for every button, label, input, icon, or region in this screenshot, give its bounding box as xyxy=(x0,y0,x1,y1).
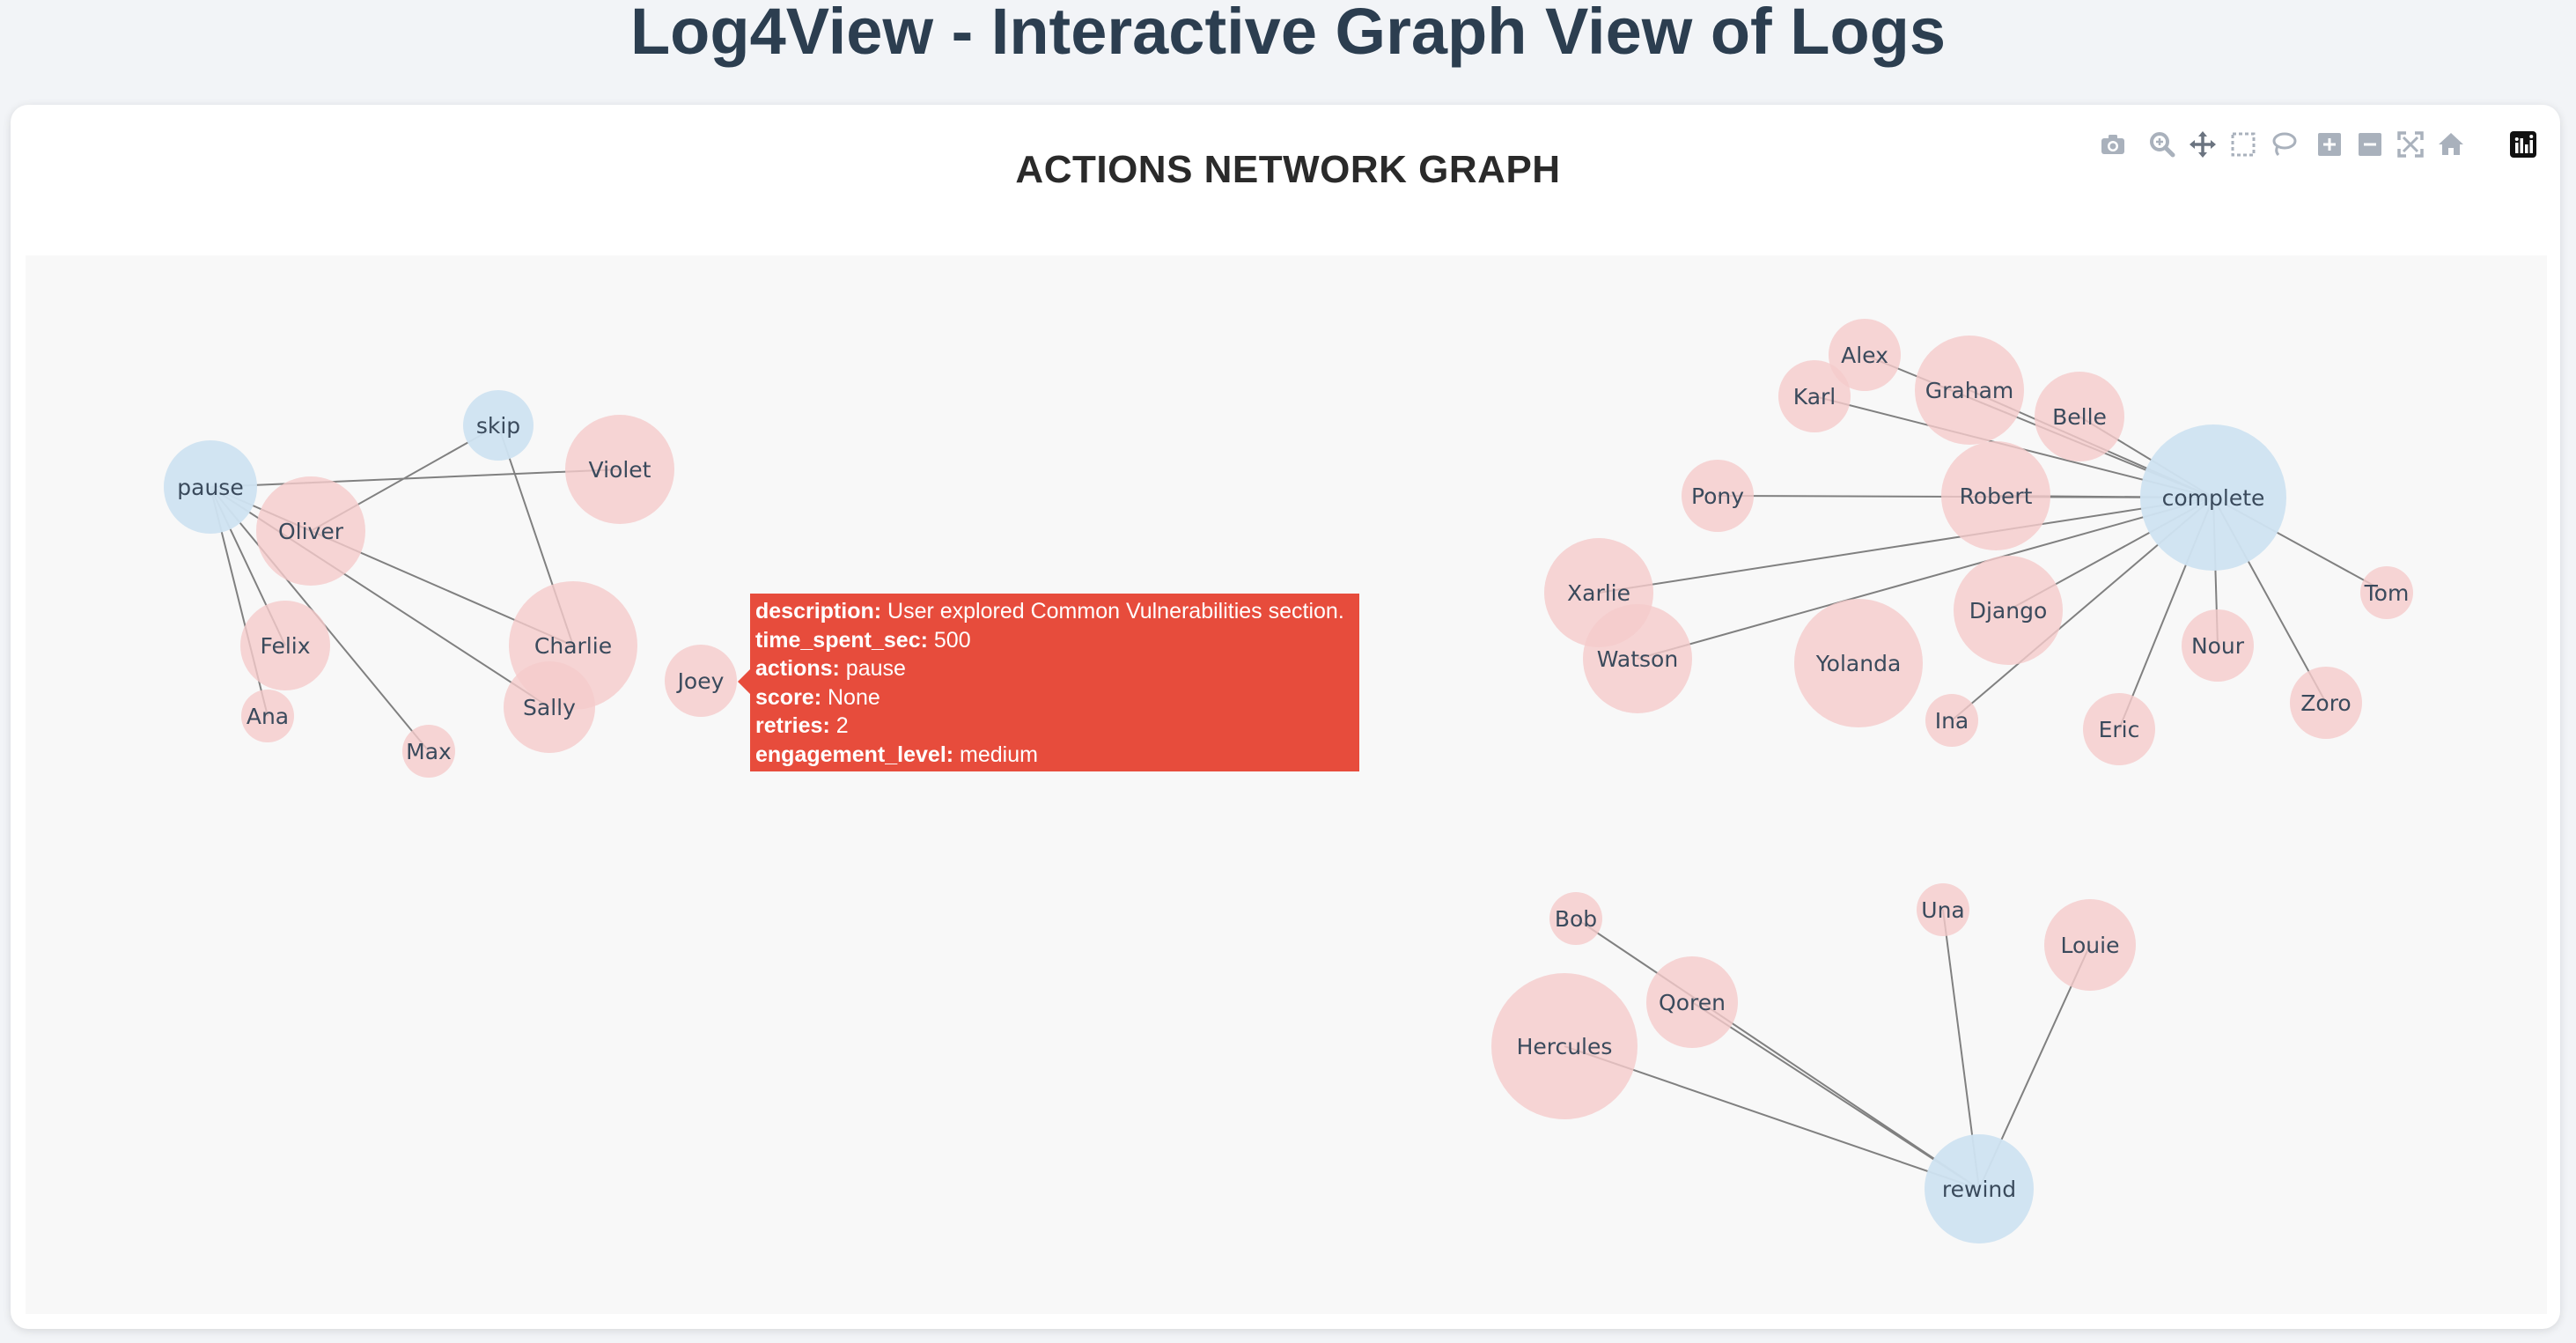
zoom-out-icon[interactable] xyxy=(2354,129,2386,160)
node-eric[interactable] xyxy=(2083,693,2155,765)
node-bob[interactable] xyxy=(1549,892,1602,945)
node-label-xarlie: Xarlie xyxy=(1567,580,1630,606)
node-label-alex: Alex xyxy=(1841,343,1888,368)
node-label-rewind: rewind xyxy=(1942,1177,2016,1202)
edge-rewind-Bob xyxy=(1575,918,1980,1190)
tooltip-row-score: score: None xyxy=(755,684,880,710)
node-sally[interactable] xyxy=(504,661,595,753)
camera-icon[interactable] xyxy=(2097,129,2129,160)
nodes-layer xyxy=(164,319,2413,1243)
node-label-karl: Karl xyxy=(1793,384,1836,410)
node-label-ina: Ina xyxy=(1935,708,1969,734)
node-nour[interactable] xyxy=(2182,609,2254,682)
node-label-bob: Bob xyxy=(1555,906,1597,932)
node-label-belle: Belle xyxy=(2052,404,2107,430)
node-label-joey: Joey xyxy=(676,668,725,694)
pan-icon[interactable] xyxy=(2187,129,2219,160)
tooltip-row-actions: actions: pause xyxy=(755,656,906,681)
node-label-sally: Sally xyxy=(523,695,576,720)
edge-rewind-Hercules xyxy=(1564,1045,1980,1190)
zoom-icon[interactable] xyxy=(2146,129,2178,160)
graph-title: ACTIONS NETWORK GRAPH xyxy=(1015,148,1561,191)
tooltip-row-description: description: User explored Common Vulner… xyxy=(755,599,1344,624)
node-louie[interactable] xyxy=(2044,899,2136,991)
node-tom[interactable] xyxy=(2360,566,2413,619)
node-zoro[interactable] xyxy=(2290,667,2362,739)
node-yolanda[interactable] xyxy=(1794,599,1923,727)
node-label-oliver: Oliver xyxy=(278,519,344,544)
node-una[interactable] xyxy=(1917,883,1969,936)
node-violet[interactable] xyxy=(565,415,674,524)
node-joey[interactable] xyxy=(665,645,737,717)
node-alex[interactable] xyxy=(1829,319,1901,391)
node-skip[interactable] xyxy=(463,390,534,461)
node-label-pause: pause xyxy=(177,475,243,500)
node-label-django: Django xyxy=(1969,598,2048,624)
node-label-zoro: Zoro xyxy=(2300,690,2351,716)
node-ina[interactable] xyxy=(1925,694,1978,747)
autoscale-icon[interactable] xyxy=(2395,129,2426,160)
plotly-logo-icon[interactable] xyxy=(2507,129,2539,160)
reset-axes-icon[interactable] xyxy=(2435,129,2467,160)
node-hercules[interactable] xyxy=(1491,973,1638,1119)
node-label-eric: Eric xyxy=(2099,717,2140,742)
node-label-ana: Ana xyxy=(247,704,289,729)
node-complete[interactable] xyxy=(2140,424,2286,571)
node-label-skip: skip xyxy=(476,413,520,439)
node-label-pony: Pony xyxy=(1691,483,1744,509)
node-belle[interactable] xyxy=(2035,372,2124,461)
node-label-qoren: Qoren xyxy=(1659,990,1726,1015)
node-graham[interactable] xyxy=(1915,336,2024,445)
node-label-watson: Watson xyxy=(1597,646,1678,672)
node-rewind[interactable] xyxy=(1925,1134,2034,1243)
node-label-felix: Felix xyxy=(260,633,310,659)
tooltip-row-time-spent: time_spent_sec: 500 xyxy=(755,627,971,653)
node-felix[interactable] xyxy=(240,601,330,690)
node-label-graham: Graham xyxy=(1925,378,2014,403)
node-pause[interactable] xyxy=(164,440,257,534)
zoom-in-icon[interactable] xyxy=(2314,129,2345,160)
node-label-yolanda: Yolanda xyxy=(1815,651,1902,676)
edge-complete-Watson xyxy=(1637,497,2214,660)
node-watson[interactable] xyxy=(1583,604,1692,713)
edges-layer xyxy=(210,354,2388,1190)
node-qoren[interactable] xyxy=(1646,956,1738,1048)
node-label-charlie: Charlie xyxy=(534,633,612,659)
edge-pause-Violet xyxy=(210,469,621,488)
node-max[interactable] xyxy=(402,725,455,778)
node-ana[interactable] xyxy=(241,690,294,742)
node-karl[interactable] xyxy=(1778,360,1851,432)
node-label-tom: Tom xyxy=(2364,580,2410,606)
node-tooltip: description: User explored Common Vulner… xyxy=(738,594,1359,771)
node-label-violet: Violet xyxy=(589,457,651,483)
node-label-nour: Nour xyxy=(2191,633,2245,659)
tooltip-row-retries: retries: 2 xyxy=(755,713,849,738)
node-label-max: Max xyxy=(406,739,452,764)
lasso-select-icon[interactable] xyxy=(2268,129,2300,160)
node-oliver[interactable] xyxy=(256,476,365,586)
node-label-robert: Robert xyxy=(1960,483,2033,509)
box-select-icon[interactable] xyxy=(2227,129,2259,160)
network-graph[interactable]: pause skip complete rewind VioletOliverCharl… xyxy=(26,255,2547,1314)
node-label-hercules: Hercules xyxy=(1517,1034,1613,1059)
node-robert[interactable] xyxy=(1941,441,2050,550)
tooltip-row-engagement: engagement_level: medium xyxy=(755,742,1038,767)
node-pony[interactable] xyxy=(1682,460,1754,532)
node-label-una: Una xyxy=(1921,897,1964,923)
edge-rewind-Qoren xyxy=(1691,1001,1980,1190)
node-label-complete: complete xyxy=(2162,485,2265,511)
tooltip-arrow xyxy=(738,669,750,694)
edge-complete-Xarlie xyxy=(1598,497,2214,594)
labels-layer: pause skip complete rewind VioletOliverCharl… xyxy=(177,343,2409,1202)
node-django[interactable] xyxy=(1954,556,2063,665)
node-label-louie: Louie xyxy=(2061,933,2120,958)
page-title: Log4View - Interactive Graph View of Log… xyxy=(629,0,1947,68)
